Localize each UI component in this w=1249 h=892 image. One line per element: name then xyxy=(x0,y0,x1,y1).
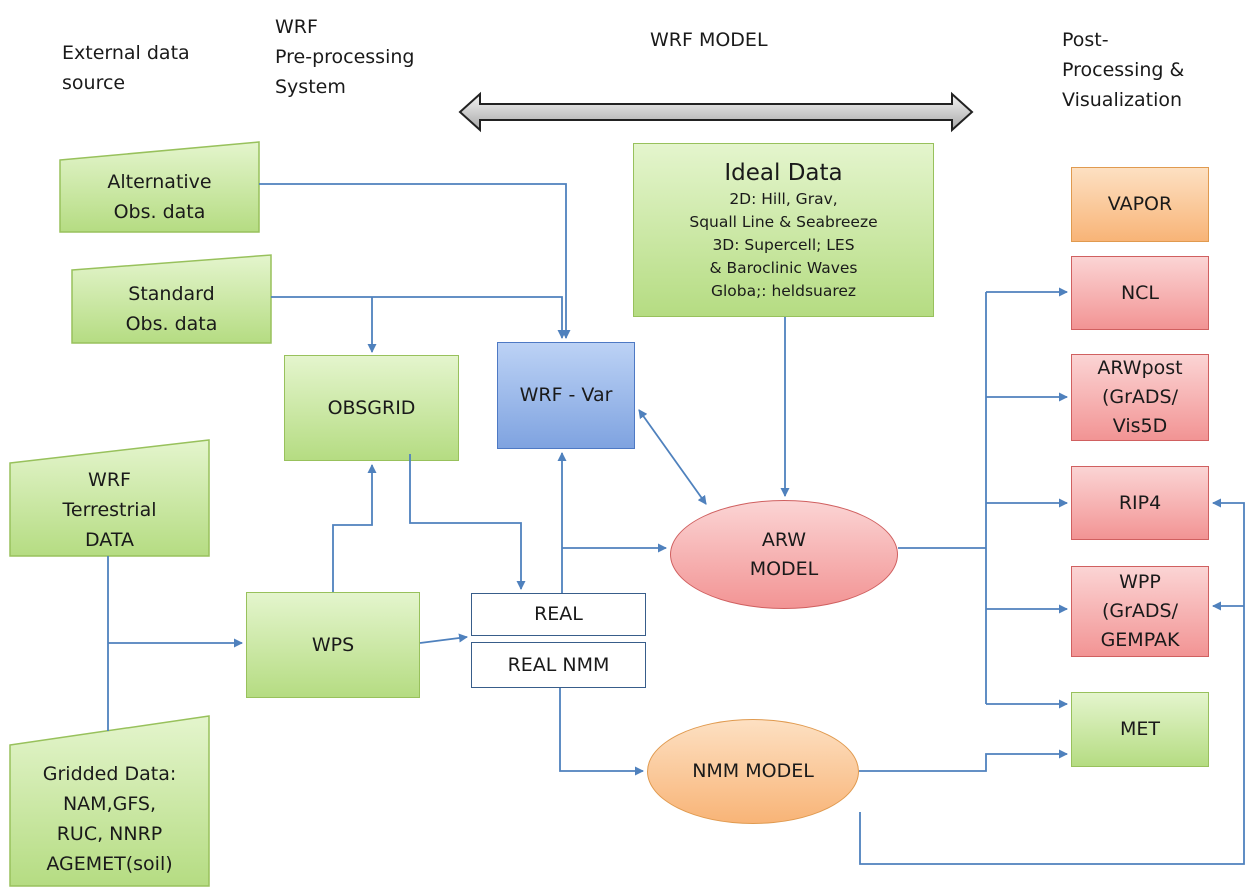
real-box: REAL xyxy=(471,593,646,636)
nmm-model-ellipse: NMM MODEL xyxy=(647,719,859,824)
wpp-box: WPP (GrADS/ GEMPAK xyxy=(1071,566,1209,657)
wrf-terrestrial-data: WRF Terrestrial DATA xyxy=(62,469,157,551)
arwpost-box: ARWpost (GrADS/ Vis5D xyxy=(1071,354,1209,441)
arw-model-ellipse: ARW MODEL xyxy=(670,500,898,609)
header-post-processing: Post- Processing & Visualization xyxy=(1062,29,1185,111)
standard-obs-data: Standard Obs. data xyxy=(125,283,218,335)
ideal-data-box: Ideal Data 2D: Hill, Grav, Squall Line &… xyxy=(633,143,934,317)
obsgrid-box: OBSGRID xyxy=(284,355,459,461)
wps-box: WPS xyxy=(246,592,420,698)
wrf-var-box: WRF - Var xyxy=(497,342,635,449)
real-nmm-box: REAL NMM xyxy=(471,642,646,688)
gridded-data: Gridded Data: NAM,GFS, RUC, NNRP AGEMET(… xyxy=(42,763,177,875)
rip4-box: RIP4 xyxy=(1071,466,1209,540)
ideal-data-description: 2D: Hill, Grav, Squall Line & Seabreeze … xyxy=(689,189,878,300)
met-box: MET xyxy=(1071,692,1209,767)
header-wrf-model: WRF MODEL xyxy=(650,29,768,51)
ncl-box: NCL xyxy=(1071,256,1209,330)
alternative-obs-data: Alternative Obs. data xyxy=(107,171,212,223)
vapor-box: VAPOR xyxy=(1071,167,1209,242)
header-wrf-preprocessing-system: WRF Pre-processing System xyxy=(275,16,415,98)
ideal-data-title: Ideal Data xyxy=(724,159,843,186)
header-external-data-source: External data source xyxy=(62,42,190,94)
